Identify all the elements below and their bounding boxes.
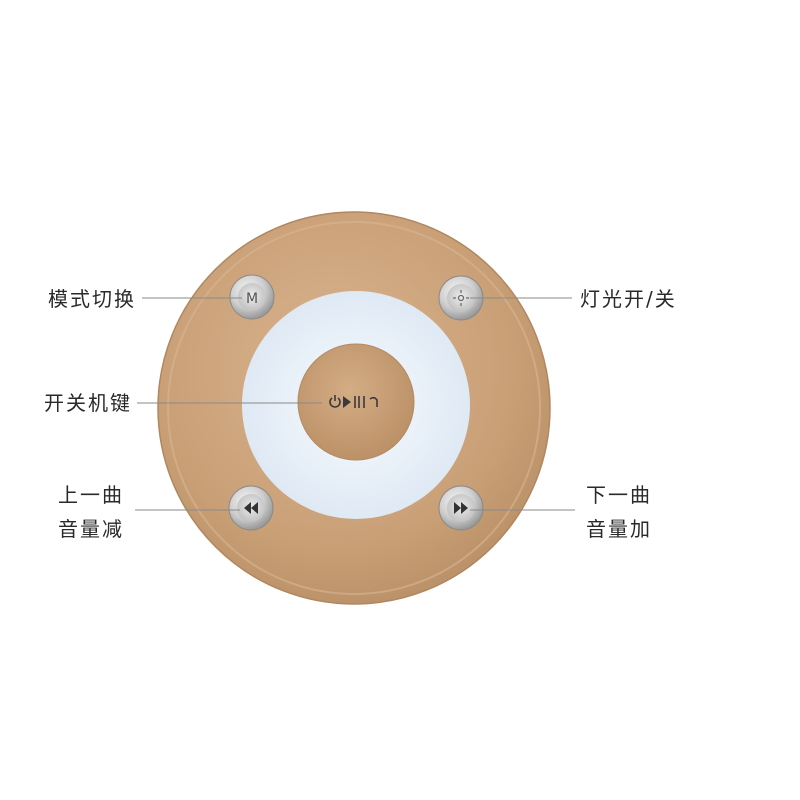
prev-label: 上一曲 音量减 bbox=[38, 478, 124, 546]
next-label-line1: 下一曲 bbox=[586, 483, 652, 507]
power-label: 开关机键 bbox=[44, 391, 132, 415]
m-icon: M bbox=[246, 291, 258, 307]
previous-volume-down-button[interactable] bbox=[228, 485, 274, 531]
callout-lines bbox=[135, 297, 575, 511]
light-icon bbox=[453, 290, 469, 306]
power-play-button[interactable] bbox=[297, 343, 415, 461]
mode-button[interactable]: M bbox=[229, 274, 275, 320]
next-volume-up-button[interactable] bbox=[438, 485, 484, 531]
rewind-icon bbox=[244, 502, 258, 514]
next-label: 下一曲 音量加 bbox=[586, 478, 652, 546]
light-label: 灯光开/关 bbox=[580, 287, 677, 311]
prev-label-line1: 上一曲 bbox=[58, 483, 124, 507]
body-inner-bevel bbox=[167, 221, 541, 595]
power-play-pause-icon bbox=[329, 395, 378, 408]
fast-forward-icon bbox=[454, 502, 468, 514]
prev-label-line2: 音量减 bbox=[58, 517, 124, 541]
next-label-line2: 音量加 bbox=[586, 517, 652, 541]
mode-label: 模式切换 bbox=[48, 287, 136, 311]
